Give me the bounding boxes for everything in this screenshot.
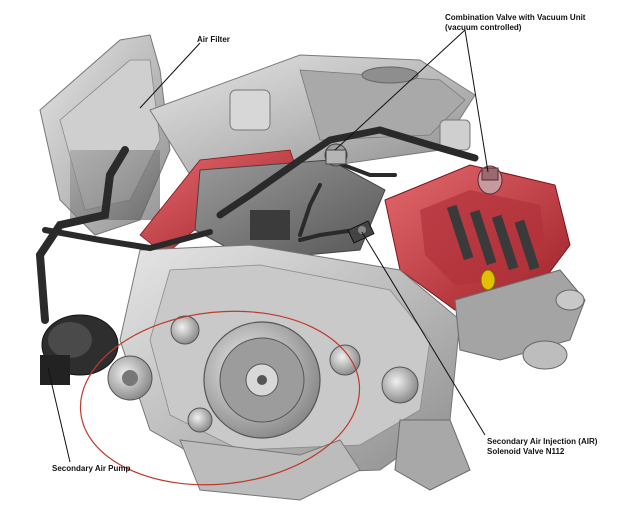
crankshaft-pulley [203, 321, 321, 439]
cylinder-bank-right [384, 164, 571, 311]
combination-valve-label-line1: Combination Valve with Vacuum Unit [445, 13, 586, 22]
intake-manifold [149, 54, 476, 176]
air-filter-label: Air Filter [197, 35, 230, 44]
secondary-air-pump [40, 314, 119, 385]
air-solenoid-label-line1: Secondary Air Injection (AIR) [487, 437, 598, 446]
accessory-pulleys [107, 315, 419, 433]
secondary-air-pump-label: Secondary Air Pump [52, 464, 131, 473]
combination-valve-right [477, 165, 503, 195]
leader-lines [47, 29, 489, 463]
combination-valve-label: Combination Valve with Vacuum Unit (vacu… [445, 13, 585, 33]
secondary-air-hoses [35, 126, 479, 324]
air-solenoid-label: Secondary Air Injection (AIR) Solenoid V… [487, 437, 597, 457]
air-solenoid-valve [347, 220, 375, 244]
combination-valve-left [324, 143, 348, 167]
air-solenoid-label-line2: Solenoid Valve N112 [487, 447, 565, 456]
exhaust-manifold [454, 269, 586, 370]
combination-valve-label-line2: (vacuum controlled) [445, 23, 522, 32]
air-filter [39, 34, 171, 236]
valley-cover [194, 159, 386, 261]
highlight-ellipse [79, 310, 361, 486]
